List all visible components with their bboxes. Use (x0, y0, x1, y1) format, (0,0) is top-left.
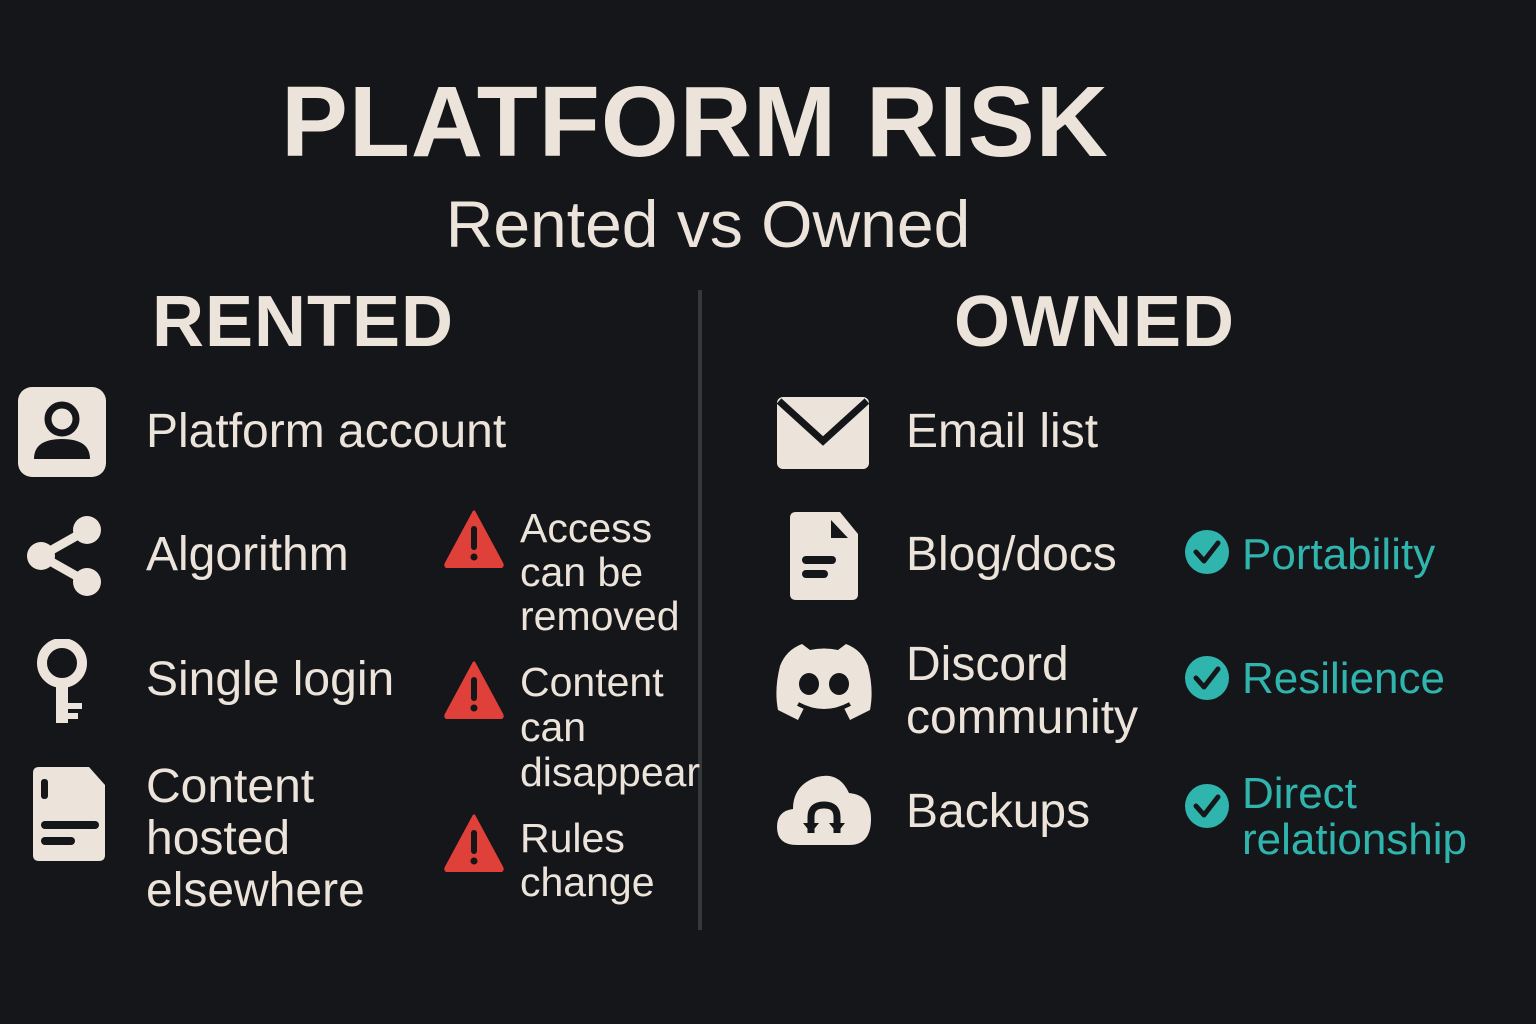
share-icon (25, 514, 105, 598)
owned-item-label: Email list (906, 405, 1099, 458)
rented-item-label: Content hosted elsewhere (146, 761, 365, 917)
risk-line: Rules (520, 815, 625, 861)
label-line: hosted (146, 812, 291, 865)
rented-item-label: Platform account (146, 405, 507, 458)
risk-line: Content (520, 659, 664, 705)
risk-text: Content can disappear (520, 660, 700, 795)
owned-item-label: Backups (906, 785, 1091, 838)
mail-icon (777, 397, 869, 469)
page-subtitle: Rented vs Owned (445, 187, 971, 261)
benefit-text: Portability (1242, 530, 1436, 579)
benefit-text: Resilience (1242, 654, 1445, 703)
owned-heading: OWNED (954, 282, 1235, 362)
label-line: community (906, 691, 1139, 744)
risk-line: can (520, 704, 587, 750)
benefit-line: relationship (1242, 815, 1468, 864)
rented-item-label: Algorithm (146, 528, 349, 581)
rented-heading: RENTED (152, 282, 455, 362)
key-icon (36, 639, 90, 725)
risk-line: removed (520, 593, 680, 639)
warning-icon (444, 510, 504, 568)
check-circle-icon (1184, 655, 1230, 701)
document-icon (790, 512, 860, 600)
user-account-icon (18, 387, 106, 477)
cloud-backup-icon (777, 771, 873, 845)
warning-icon (444, 814, 504, 872)
owned-item-label: Discord community (906, 638, 1138, 744)
page-title: PLATFORM RISK (281, 66, 1109, 178)
document-icon (33, 767, 107, 861)
risk-line: can be (520, 549, 644, 595)
column-divider (698, 290, 702, 930)
rented-item-label: Single login (146, 653, 395, 706)
check-circle-icon (1184, 529, 1230, 575)
label-line: elsewhere (146, 864, 365, 917)
discord-icon (776, 642, 872, 722)
risk-text: Access can be removed (520, 506, 680, 638)
label-line: Discord (906, 638, 1069, 691)
risk-line: Access (520, 505, 653, 551)
risk-line: change (520, 859, 655, 905)
risk-text: Rules change (520, 816, 655, 904)
benefit-text: Direct relationship (1242, 771, 1467, 863)
owned-item-label: Blog/docs (906, 528, 1117, 581)
benefit-line: Direct (1242, 769, 1357, 818)
check-circle-icon (1184, 783, 1230, 829)
label-line: Content (146, 760, 315, 813)
risk-line: disappear (520, 749, 701, 795)
warning-icon (444, 661, 504, 719)
